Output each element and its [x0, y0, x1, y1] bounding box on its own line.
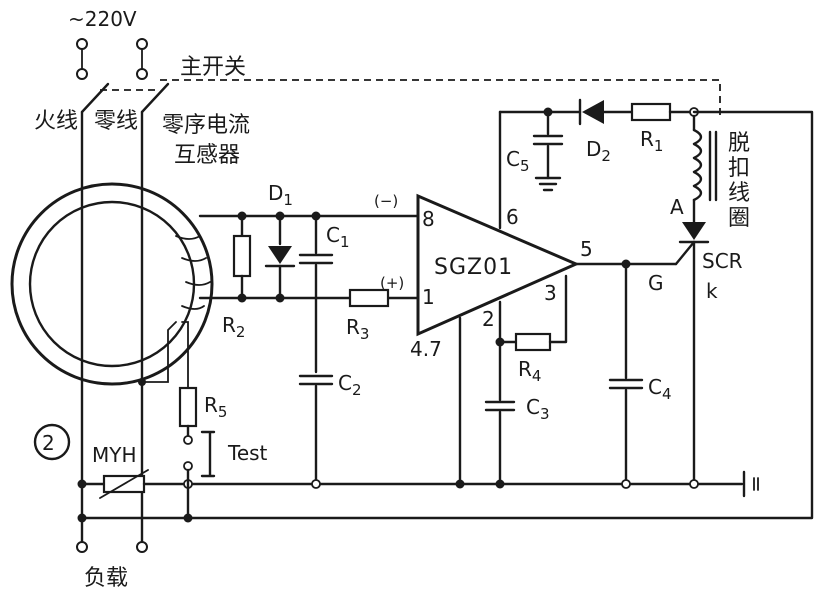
live-wire-label: 火线	[34, 109, 78, 134]
pin5-label: 5	[580, 237, 593, 261]
neutral-input-terminal-top	[136, 38, 148, 50]
main-switch-live-blade	[80, 82, 110, 114]
r4-label: R4	[518, 357, 541, 385]
r3-label: R3	[346, 315, 369, 343]
trip-coil-label: 脱 扣 线 圈	[728, 131, 757, 231]
zero-sequence-ct: 零序电流 互感器	[10, 113, 250, 421]
c5-label: C5	[506, 147, 530, 175]
supply-rail: C5 D2 R1 脱 扣 线 圈	[80, 98, 814, 520]
pin-plus-label: (+)	[380, 274, 404, 292]
d2-label: D2	[586, 137, 611, 165]
trip-coil	[692, 128, 703, 202]
r3-resistor	[348, 288, 390, 308]
d2-diode	[582, 100, 604, 124]
scr-cathode-label: k	[706, 279, 718, 303]
mains-input: ~220V	[68, 7, 148, 80]
neutral-load-terminal	[136, 541, 148, 553]
scr-thyristor	[682, 222, 706, 240]
pin-minus-label: (−)	[374, 192, 398, 210]
r2-label: R2	[222, 313, 245, 341]
ct-label-line1: 零序电流	[162, 113, 250, 138]
ic-name: SGZ01	[434, 255, 513, 280]
pin3-label: 3	[544, 281, 557, 305]
main-switch-neutral-blade	[140, 82, 170, 114]
c1-label: C1	[326, 223, 350, 251]
r4-resistor	[514, 332, 552, 352]
ct-secondary-winding	[175, 235, 211, 310]
r5-resistor	[178, 386, 198, 428]
pin4-7-label: 4.7	[410, 337, 442, 361]
test-circuit: R5 Test	[178, 386, 268, 520]
r2-resistor	[232, 234, 252, 278]
ground-bus: MYH	[80, 443, 759, 523]
d1-label: D1	[268, 181, 293, 209]
c2-label: C2	[338, 371, 362, 399]
scr-gate-label: G	[648, 271, 664, 295]
pin8-label: 8	[422, 207, 435, 231]
test-button[interactable]	[200, 430, 216, 478]
ct-label-line2: 互感器	[174, 143, 240, 168]
live-input-terminal-top	[76, 38, 88, 50]
load-label: 负载	[84, 566, 128, 590]
r5-label: R5	[204, 393, 227, 421]
ic-triangle	[416, 193, 580, 337]
main-switch-label: 主开关	[180, 55, 246, 80]
live-input-terminal	[76, 68, 88, 80]
main-switch-mechanical-link	[160, 79, 721, 120]
pin6-label: 6	[506, 205, 519, 229]
output-stage: C4 G A SCR k	[574, 195, 743, 486]
test-button-label: Test	[227, 441, 268, 465]
r1-label: R1	[640, 127, 663, 155]
d1-diode	[268, 246, 292, 264]
ct-core-inner	[28, 200, 196, 368]
ct-core-outer	[10, 182, 214, 386]
pin1-label: 1	[422, 285, 435, 309]
live-load-terminal	[76, 541, 88, 553]
ct-test-loop-wire	[141, 321, 177, 383]
c4-label: C4	[648, 375, 672, 403]
supply-voltage-label: ~220V	[68, 7, 137, 31]
scr-label: SCR	[702, 249, 743, 273]
c3-label: C3	[526, 395, 550, 423]
neutral-input-terminal	[136, 68, 148, 80]
pin2-label: 2	[482, 307, 495, 331]
figure-number: 2	[33, 423, 71, 461]
supply-feed-wire	[80, 110, 814, 520]
scr-anode-label: A	[670, 195, 684, 219]
input-network: R2 D1 C1 C2 R3	[198, 181, 420, 486]
r1-resistor	[630, 102, 672, 122]
myh-label: MYH	[92, 443, 137, 467]
sgz01-ic: SGZ01 (−) (+) 8 1 6 5 3 2 4.7 R4 C3	[374, 110, 593, 486]
main-switch: 主开关	[80, 55, 721, 120]
figure-number-text: 2	[42, 431, 55, 455]
neutral-wire-label: 零线	[94, 109, 138, 134]
